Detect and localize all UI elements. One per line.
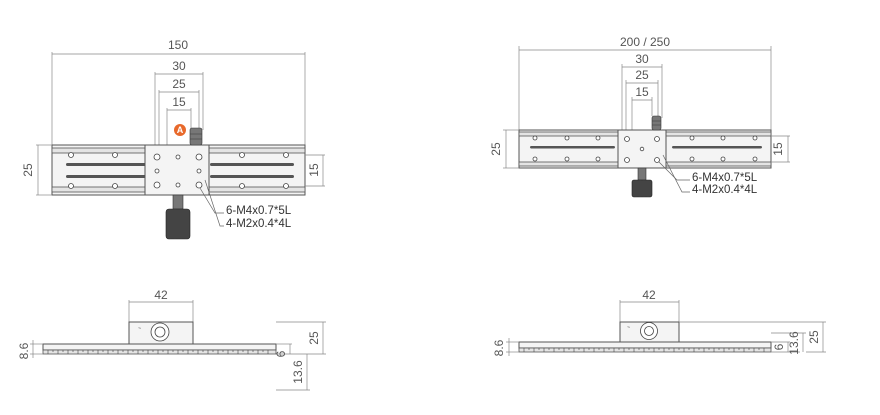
note-m4: 6-M4x0.7*5L — [226, 205, 292, 217]
dim-25-label: 25 — [307, 331, 321, 345]
micrometer-dial-inner — [154, 326, 166, 338]
lock-knob — [189, 127, 203, 146]
drive-knob — [165, 208, 191, 240]
dimension-15: 15 — [166, 95, 192, 145]
brand-logo: ~ — [138, 326, 141, 332]
dimension-30: 30 — [621, 52, 663, 130]
dim-15-label: 15 — [172, 95, 186, 109]
bottom-left-side-view: 42 ~ 8.6 25 6 — [17, 288, 326, 391]
drive-knob — [631, 179, 653, 198]
dimension-width-42: 42 — [128, 288, 194, 322]
dim-height-25-label: 25 — [489, 142, 503, 156]
dim-25-label: 25 — [172, 77, 186, 91]
dim-42-label: 42 — [642, 288, 656, 302]
top-right-view: 200 / 250 30 25 15 — [489, 35, 790, 198]
dimension-25: 25 — [679, 321, 826, 353]
left-slot — [530, 146, 615, 149]
dim-150-label: 150 — [168, 38, 188, 52]
base-side — [518, 341, 772, 349]
dim-30-label: 30 — [172, 59, 186, 73]
dim-8-6-label: 8.6 — [17, 342, 31, 359]
dimension-height-25: 25 — [489, 129, 519, 169]
scale-strip — [42, 349, 277, 355]
dim-200-250-label: 200 / 250 — [620, 35, 670, 49]
base-mounting-holes — [532, 135, 758, 162]
dimension-15: 15 — [631, 85, 653, 130]
dim-13-6-label: 13.6 — [787, 331, 801, 355]
top-left-view: 150 30 25 15 — [21, 38, 325, 240]
right-slot — [210, 163, 294, 166]
dimension-6: 6 — [274, 343, 292, 357]
carriage-holes — [624, 136, 660, 163]
dimension-8-6: 8.6 — [17, 340, 43, 359]
right-slot — [672, 146, 762, 149]
scale-ticks — [47, 350, 269, 354]
note-m4: 6-M4x0.7*5L — [692, 172, 758, 184]
dimension-overall-200-250: 200 / 250 — [518, 35, 772, 130]
left-slot-2 — [66, 175, 150, 178]
dimension-13-6: 13.6 — [771, 331, 806, 355]
dimension-25: 25 — [158, 77, 200, 145]
dimension-25: 25 — [625, 68, 659, 130]
dim-height-15-label: 15 — [771, 142, 785, 156]
scale-strip — [518, 347, 772, 353]
dimension-6: 6 — [771, 341, 800, 353]
thread-callouts: 6-M4x0.7*5L 4-M2x0.4*4L — [658, 154, 758, 196]
dim-25-label: 25 — [807, 330, 821, 344]
dim-15-label: 15 — [635, 85, 649, 99]
dimension-13-6: 13.6 — [276, 354, 310, 391]
note-m2: 4-M2x0.4*4L — [692, 184, 758, 196]
dim-42-label: 42 — [154, 288, 168, 302]
dim-8-6-label: 8.6 — [492, 339, 506, 356]
dimension-height-25: 25 — [21, 144, 52, 196]
dimension-30: 30 — [154, 59, 204, 145]
bottom-right-side-view: 42 ~ 8.6 6 13.6 25 — [492, 288, 826, 356]
dimension-width-42: 42 — [619, 288, 680, 322]
brand-logo: ~ — [627, 325, 630, 331]
carriage-holes — [153, 153, 203, 189]
dimension-8-6: 8.6 — [492, 338, 519, 356]
scale-ticks — [523, 348, 765, 352]
dim-25-label: 25 — [635, 68, 649, 82]
dim-6-label: 6 — [772, 343, 786, 350]
svg-text:A: A — [177, 125, 184, 135]
drive-shaft — [637, 167, 647, 181]
base-mounting-holes — [68, 152, 289, 189]
dim-6-label: 6 — [274, 350, 288, 357]
dimension-overall-150: 150 — [51, 38, 306, 145]
dimension-height-15: 15 — [305, 154, 325, 187]
dimension-25: 25 — [276, 321, 326, 355]
lock-knob — [651, 115, 662, 131]
dim-height-15-label: 15 — [307, 163, 321, 177]
callout-badge-a: A — [174, 124, 186, 136]
right-slot-2 — [210, 175, 294, 178]
dim-13-6-label: 13.6 — [291, 360, 305, 384]
dim-30-label: 30 — [635, 52, 649, 66]
thread-callouts: 6-M4x0.7*5L 4-M2x0.4*4L — [199, 179, 292, 230]
dim-height-25-label: 25 — [21, 163, 35, 177]
base-side — [42, 343, 277, 351]
left-slot — [66, 163, 150, 166]
note-m2: 4-M2x0.4*4L — [226, 218, 292, 230]
dimension-height-15: 15 — [771, 135, 790, 163]
micrometer-dial-inner — [644, 326, 654, 336]
drive-shaft — [172, 194, 184, 210]
